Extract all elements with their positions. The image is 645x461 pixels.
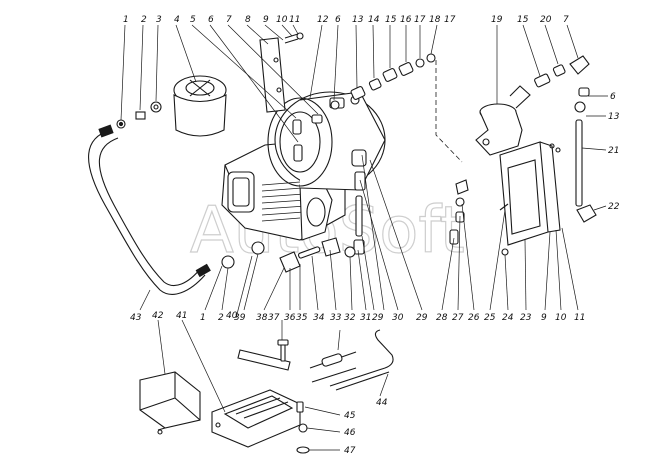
- label-29: 29: [372, 313, 384, 323]
- bolts-top: [284, 32, 304, 44]
- label-43: 43: [130, 313, 142, 323]
- studs-lower: [351, 149, 367, 255]
- fittings-right-top: [534, 55, 590, 113]
- studs-center: [292, 95, 360, 162]
- fittings-left: [116, 101, 162, 129]
- label-6: 6: [208, 15, 214, 25]
- fitting-chain: [350, 53, 436, 100]
- label-16: 16: [400, 15, 412, 25]
- pin-group: [309, 351, 357, 383]
- label-34: 34: [313, 313, 325, 323]
- part-labels-right: 6 13 21 22: [608, 92, 620, 212]
- label-25: 25: [484, 313, 496, 323]
- label-33: 33: [330, 313, 342, 323]
- small-hardware: [296, 401, 310, 454]
- panel-plate: [499, 141, 561, 246]
- label-13: 13: [352, 15, 364, 25]
- label-14: 14: [368, 15, 380, 25]
- label-19: 19: [491, 15, 503, 25]
- label-36: 36: [284, 313, 296, 323]
- label-22: 22: [608, 202, 620, 212]
- label-31: 31: [360, 313, 371, 323]
- label-42: 42: [152, 311, 164, 321]
- label-41: 41: [176, 311, 187, 321]
- label-10-bottom: 10: [555, 313, 567, 323]
- label-12: 12: [317, 15, 329, 25]
- base-frame: [211, 389, 301, 448]
- flat-bar: [237, 349, 291, 371]
- label-21: 21: [608, 146, 619, 156]
- label-35: 35: [296, 313, 308, 323]
- small-parts-lower: [221, 237, 356, 273]
- label-28: 28: [436, 313, 448, 323]
- label-37: 37: [268, 313, 280, 323]
- label-13-right: 13: [608, 112, 620, 122]
- hose-pipe: [88, 124, 211, 295]
- filter-cup: [173, 75, 227, 137]
- label-17b: 17: [444, 15, 456, 25]
- angle-bracket: [139, 371, 201, 435]
- label-18: 18: [429, 15, 441, 25]
- label-5: 5: [190, 15, 196, 25]
- label-6b: 6: [335, 15, 341, 25]
- label-1-bottom: 1: [200, 313, 206, 323]
- label-40-pos: 40: [226, 311, 238, 321]
- label-2-bottom: 2: [218, 313, 224, 323]
- label-46: 46: [344, 428, 356, 438]
- screw: [277, 339, 289, 362]
- clip: [576, 204, 597, 223]
- label-11: 11: [289, 15, 300, 25]
- label-29b: 29: [416, 313, 428, 323]
- label-1: 1: [123, 15, 129, 25]
- label-6-right: 6: [610, 92, 616, 102]
- dashed-link: [435, 60, 463, 163]
- label-24: 24: [502, 313, 514, 323]
- label-17: 17: [414, 15, 426, 25]
- part-labels-bottom: 43 1 2 39 40 38 37 36 35 34 33 32 31 29 …: [130, 313, 585, 323]
- part-labels-lower: 42 41 44 45 46 47: [152, 311, 388, 456]
- label-10: 10: [276, 15, 288, 25]
- label-26: 26: [468, 313, 480, 323]
- funnel: [475, 85, 531, 156]
- label-23: 23: [520, 313, 532, 323]
- label-8: 8: [245, 15, 251, 25]
- label-32: 32: [344, 313, 356, 323]
- label-27: 27: [452, 313, 464, 323]
- cooling-fins: [261, 181, 307, 222]
- label-38: 38: [256, 313, 268, 323]
- label-45: 45: [344, 411, 356, 421]
- part-labels-top: 1 2 3 4 5 6 7 8 9 10 11 12 6 13 14 15 16…: [123, 15, 569, 25]
- label-39: 39: [234, 313, 246, 323]
- label-47: 47: [344, 446, 356, 456]
- label-20: 20: [540, 15, 552, 25]
- label-7b: 7: [563, 15, 569, 25]
- label-30: 30: [392, 313, 404, 323]
- label-9-bottom: 9: [541, 313, 547, 323]
- leader-lines: [120, 24, 608, 451]
- label-15b: 15: [517, 15, 529, 25]
- label-4: 4: [174, 15, 180, 25]
- label-15: 15: [385, 15, 397, 25]
- u-wire: [329, 329, 394, 391]
- label-7: 7: [226, 15, 232, 25]
- label-2: 2: [141, 15, 147, 25]
- label-44: 44: [376, 398, 388, 408]
- label-9: 9: [263, 15, 269, 25]
- label-3: 3: [156, 15, 162, 25]
- bracket-plate: [259, 37, 286, 113]
- small-parts-cluster: [449, 179, 509, 256]
- label-11-bottom: 11: [574, 313, 585, 323]
- rod: [575, 119, 583, 207]
